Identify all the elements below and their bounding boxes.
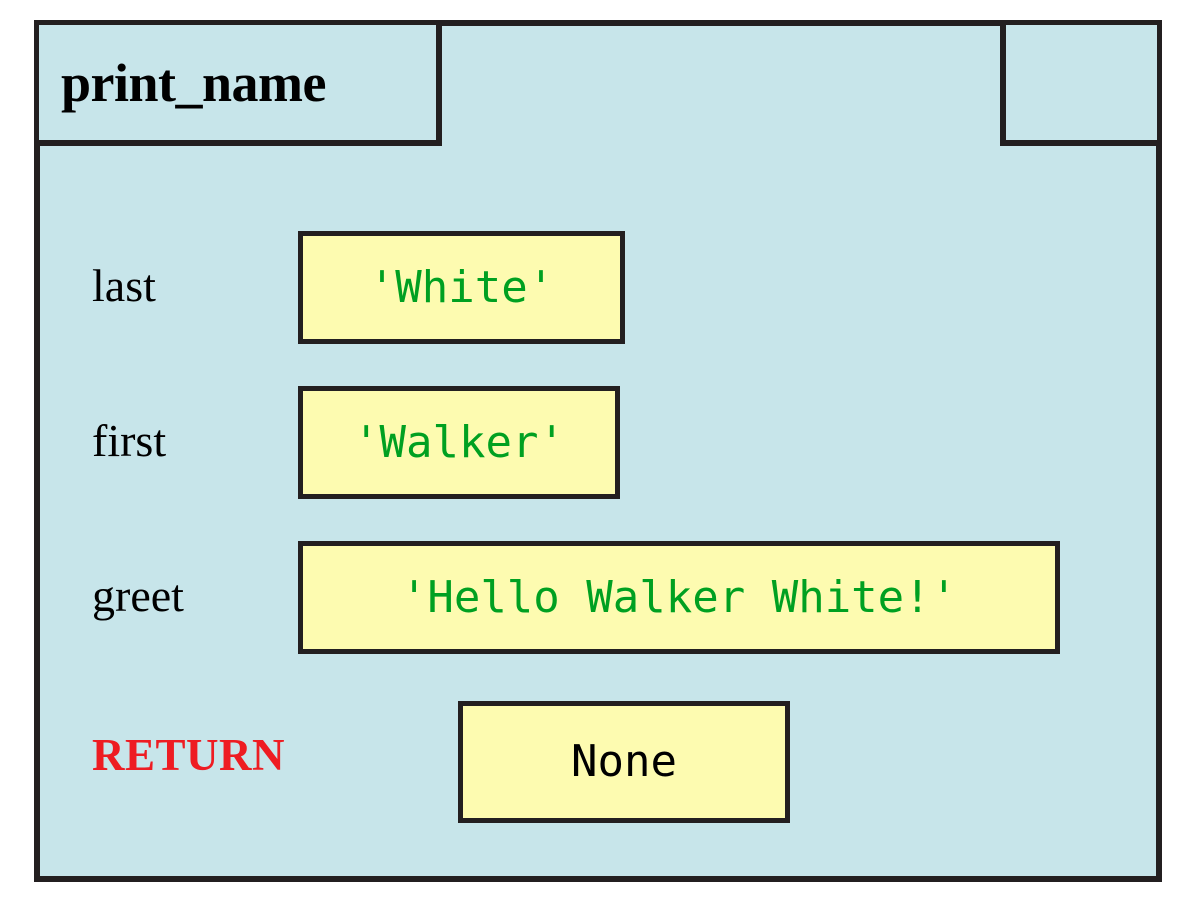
call-frame-header: print_name	[39, 25, 1157, 146]
call-frame: print_name last 'White' first 'Walker'	[34, 20, 1162, 882]
frame-marker-box	[1000, 25, 1157, 146]
value-text-first: 'Walker'	[353, 416, 565, 468]
variable-name-return: RETURN	[92, 730, 286, 780]
function-name-box: print_name	[39, 25, 442, 146]
variable-name-first: first	[92, 415, 167, 466]
value-box-greet: 'Hello Walker White!'	[298, 541, 1060, 654]
value-box-last: 'White'	[298, 231, 625, 344]
value-text-return: None	[571, 736, 677, 787]
variable-name-greet: greet	[92, 570, 184, 621]
function-name-label: print_name	[61, 52, 327, 113]
value-text-last: 'White'	[368, 261, 555, 313]
value-box-return: None	[458, 701, 790, 823]
variable-name-last: last	[92, 260, 156, 311]
value-box-first: 'Walker'	[298, 386, 620, 499]
value-text-greet: 'Hello Walker White!'	[400, 571, 958, 623]
